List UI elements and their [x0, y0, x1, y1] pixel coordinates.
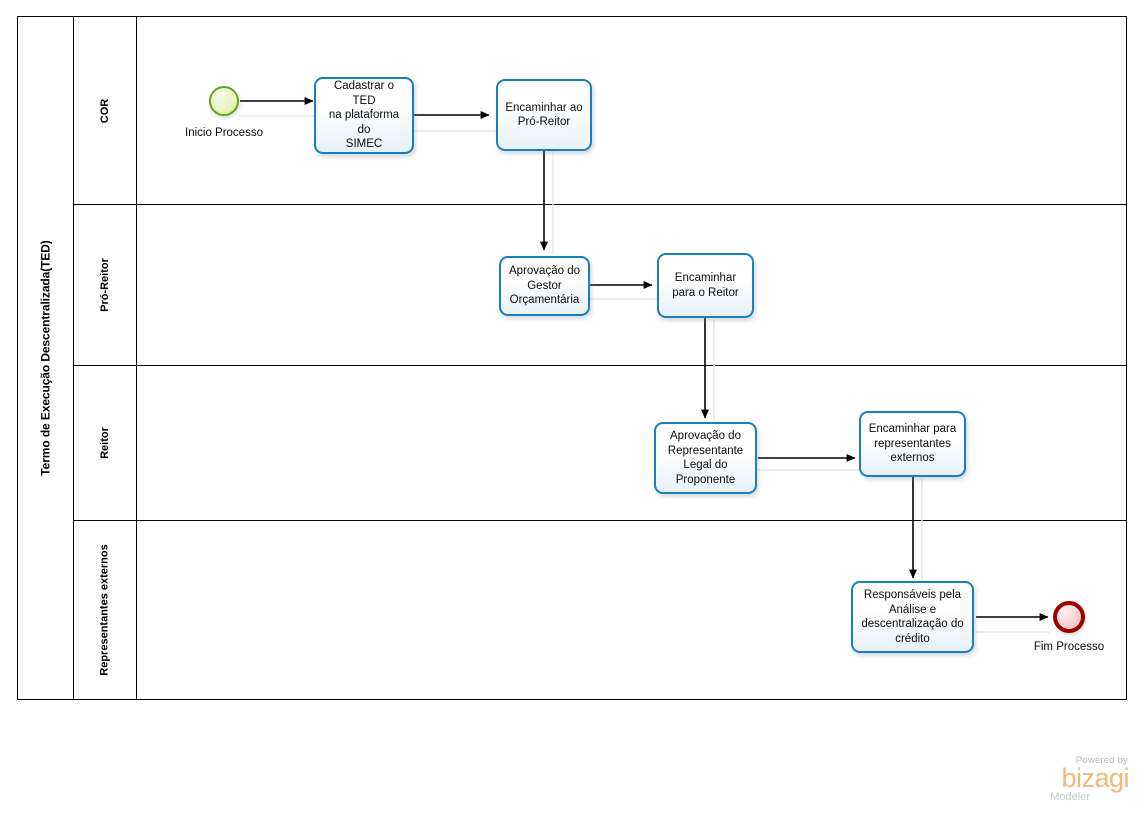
lane-representantes-externos: Representantes externos [74, 521, 1126, 699]
lane-label-reitor: Reitor [99, 427, 111, 459]
task-encaminhar-reitor[interactable]: Encaminhar para o Reitor [657, 253, 754, 318]
task-label: Responsáveis pela Análise e descentraliz… [861, 589, 964, 645]
task-label: Encaminhar para o Reitor [672, 272, 739, 299]
start-event-circle[interactable] [209, 86, 239, 116]
task-encaminhar-externos[interactable]: Encaminhar para representantes externos [859, 411, 966, 477]
start-event-label: Inicio Processo [185, 127, 263, 139]
lane-label-representantes-externos: Representantes externos [99, 544, 112, 676]
lane-body-representantes-externos [137, 521, 1126, 699]
pool-title: Termo de Execução Descentralizada(TED) [18, 17, 74, 699]
task-label: Encaminhar para representantes externos [868, 423, 957, 465]
lane-body-cor [137, 17, 1126, 204]
lane-header-representantes-externos: Representantes externos [74, 521, 137, 699]
lane-pro-reitor: Pró-Reitor [74, 205, 1126, 366]
task-label: Aprovação do Gestor Orçamentária [509, 265, 580, 307]
task-aprovacao-representante[interactable]: Aprovação do Representante Legal do Prop… [654, 422, 757, 494]
end-event-circle[interactable] [1053, 601, 1085, 633]
lane-reitor: Reitor [74, 366, 1126, 521]
lane-body-reitor [137, 366, 1126, 520]
task-encaminhar-pro-reitor[interactable]: Encaminhar ao Pró-Reitor [496, 79, 592, 151]
task-aprovacao-gestor[interactable]: Aprovação do Gestor Orçamentária [499, 256, 590, 316]
lane-header-cor: COR [74, 17, 137, 204]
lane-label-pro-reitor: Pró-Reitor [99, 258, 111, 312]
lane-label-cor: COR [98, 98, 111, 123]
end-event-label: Fim Processo [1033, 641, 1105, 653]
lane-header-reitor: Reitor [74, 366, 137, 520]
task-label: Encaminhar ao Pró-Reitor [505, 101, 583, 129]
bizagi-product-label: Modeler [1050, 791, 1090, 803]
task-label: Cadastrar o TED na plataforma do SIMEC [328, 80, 400, 151]
pool-title-label: Termo de Execução Descentralizada(TED) [38, 240, 53, 476]
lane-cor: COR [74, 17, 1126, 205]
bizagi-branding: Powered by bizagi Modeler [1020, 755, 1130, 803]
task-label: Aprovação do Representante Legal do Prop… [667, 430, 744, 486]
lane-header-pro-reitor: Pró-Reitor [74, 205, 137, 365]
task-responsaveis-analise[interactable]: Responsáveis pela Análise e descentraliz… [851, 581, 974, 653]
bizagi-logo-text: bizagi [1061, 763, 1129, 793]
powered-by-label: Powered by [1075, 755, 1128, 766]
lane-body-pro-reitor [137, 205, 1126, 365]
task-cadastrar-ted[interactable]: Cadastrar o TED na plataforma do SIMEC [314, 77, 414, 154]
